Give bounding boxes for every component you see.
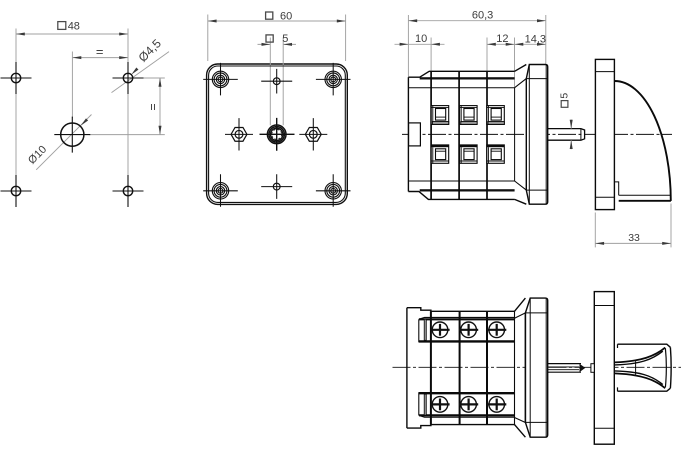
- svg-text:=: =: [96, 44, 104, 59]
- svg-text:Ø10: Ø10: [26, 144, 49, 167]
- svg-text:Ø4,5: Ø4,5: [136, 36, 165, 65]
- svg-text:5: 5: [282, 33, 288, 45]
- svg-text:10: 10: [415, 33, 427, 45]
- svg-text:60: 60: [280, 10, 292, 22]
- svg-text:=: =: [146, 103, 160, 110]
- svg-text:5: 5: [558, 93, 570, 99]
- svg-text:33: 33: [628, 232, 640, 244]
- svg-text:60,3: 60,3: [472, 10, 493, 22]
- svg-text:12: 12: [496, 33, 508, 45]
- svg-text:48: 48: [68, 21, 80, 33]
- svg-text:14,3: 14,3: [525, 33, 546, 45]
